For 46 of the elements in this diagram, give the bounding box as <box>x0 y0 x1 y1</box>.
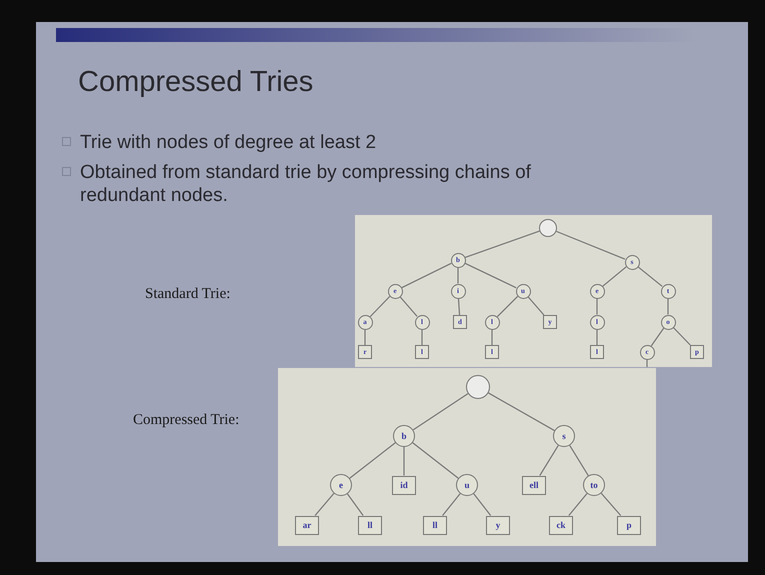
leaf-node: ck <box>549 516 573 534</box>
tree-edge <box>412 393 468 430</box>
slide-title: Compressed Tries <box>78 66 314 99</box>
tree-edge <box>488 392 555 432</box>
tree-edge <box>569 445 589 476</box>
tree-edge <box>403 447 405 476</box>
trie-caption: Standard Trie: <box>145 286 230 303</box>
tree-edge <box>491 330 493 345</box>
tree-edge <box>464 262 516 288</box>
tree-edge <box>314 493 334 516</box>
tree-edge <box>650 328 664 346</box>
tree-edge <box>672 326 691 346</box>
tree-edge <box>600 492 622 516</box>
tree-edge <box>473 493 492 516</box>
tree-edge <box>412 442 459 479</box>
tree-edge <box>568 493 588 516</box>
tree-edge <box>667 298 669 314</box>
tree-edge <box>457 268 459 284</box>
tree-edge <box>539 445 559 476</box>
tree-edge <box>349 442 396 479</box>
leaf-node: ar <box>295 516 319 534</box>
leaf-node: ell <box>522 476 546 494</box>
tree-edge <box>364 330 366 345</box>
trie-caption: Compressed Trie: <box>133 412 240 429</box>
tree-edge <box>442 493 461 516</box>
leaf-node: ll <box>423 516 447 534</box>
tree-edge <box>346 494 364 516</box>
tree-edge <box>399 296 418 317</box>
tree-edge <box>556 230 626 260</box>
leaf-node: p <box>617 516 641 534</box>
tree-edge <box>401 262 452 288</box>
tree-edge <box>421 330 423 345</box>
bullet-text: Trie with nodes of degree at least 2 <box>80 132 378 155</box>
tree-edge <box>464 230 540 258</box>
tree-edge <box>596 330 598 345</box>
tree-edge <box>458 298 460 316</box>
tree-edge <box>527 296 544 316</box>
leaf-node: ll <box>358 516 382 534</box>
leaf-node: y <box>486 516 510 534</box>
tree-edge <box>370 296 390 318</box>
tree-edge <box>602 266 627 287</box>
tree-edge <box>596 298 598 314</box>
leaf-node: id <box>392 476 416 494</box>
tree-edge <box>637 266 663 287</box>
bullet-text: Obtained from standard trie by compressing chains of redundant nodes. <box>80 162 532 208</box>
tree-edge <box>496 296 518 318</box>
